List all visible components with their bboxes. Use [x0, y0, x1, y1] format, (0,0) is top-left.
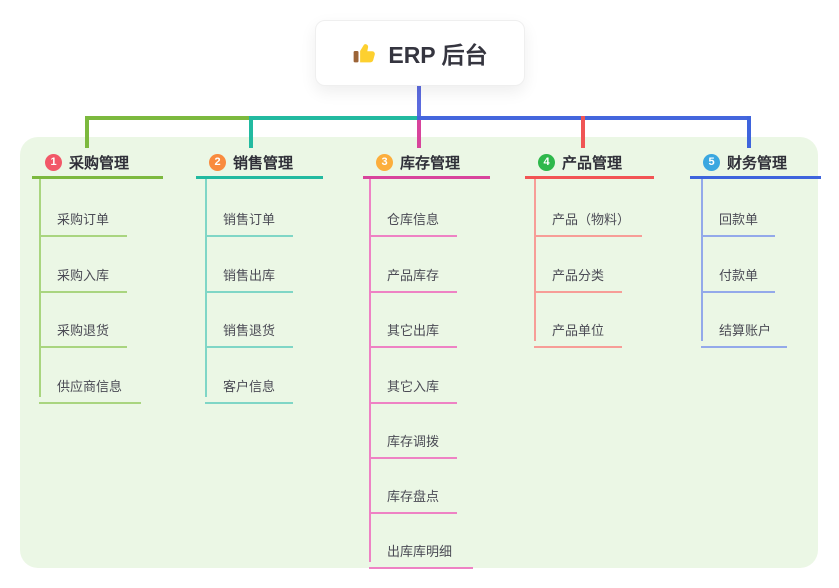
branch-child-line-purchase: [39, 179, 41, 397]
node-purchase-return[interactable]: 采购退货: [39, 309, 127, 348]
node-other-inbound[interactable]: 其它入库: [369, 365, 457, 404]
node-other-outbound[interactable]: 其它出库: [369, 309, 457, 348]
branch-label: 销售管理: [233, 154, 294, 172]
node-purchase-order[interactable]: 采购订单: [39, 198, 127, 237]
node-supplier-info[interactable]: 供应商信息: [39, 365, 141, 404]
node-sales-outbound[interactable]: 销售出库: [205, 254, 293, 293]
branch-number-badge: 4: [538, 153, 555, 171]
branch-title-product[interactable]: 4 产品管理: [525, 148, 654, 179]
branch-label: 产品管理: [562, 154, 623, 172]
connector-drop-product: [581, 116, 585, 148]
branch-number-badge: 5: [703, 153, 720, 171]
connector-root-stem: [417, 84, 421, 118]
node-product-stock[interactable]: 产品库存: [369, 254, 457, 293]
branch-title-inventory[interactable]: 3 库存管理: [363, 148, 490, 179]
node-product-unit[interactable]: 产品单位: [534, 309, 622, 348]
node-sales-order[interactable]: 销售订单: [205, 198, 293, 237]
node-customer-info[interactable]: 客户信息: [205, 365, 293, 404]
node-product-material[interactable]: 产品（物料）: [534, 198, 642, 237]
node-stock-taking[interactable]: 库存盘点: [369, 475, 457, 514]
branch-child-line-sales: [205, 179, 207, 397]
connector-bus-purchase: [85, 116, 253, 120]
connector-drop-purchase: [85, 116, 89, 148]
connector-bus-sales: [249, 116, 421, 120]
node-outbound-detail[interactable]: 出库库明细: [369, 530, 473, 569]
branch-label: 财务管理: [727, 154, 788, 172]
node-receipt-order[interactable]: 回款单: [701, 198, 775, 237]
root-node-erp-backend[interactable]: ERP 后台: [315, 20, 525, 86]
branches-background-panel: [20, 137, 818, 568]
branch-child-line-inventory: [369, 179, 371, 562]
node-settlement-account[interactable]: 结算账户: [701, 309, 787, 348]
connector-drop-finance: [747, 116, 751, 148]
node-sales-return[interactable]: 销售退货: [205, 309, 293, 348]
branch-label: 库存管理: [400, 154, 461, 172]
branch-label: 采购管理: [69, 154, 130, 172]
thumbs-up-icon: [352, 40, 378, 66]
node-stock-transfer[interactable]: 库存调拨: [369, 420, 457, 459]
node-product-category[interactable]: 产品分类: [534, 254, 622, 293]
branch-title-sales[interactable]: 2 销售管理: [196, 148, 323, 179]
connector-drop-sales: [249, 116, 253, 148]
connector-drop-inventory: [417, 120, 421, 148]
branch-title-finance[interactable]: 5 财务管理: [690, 148, 821, 179]
branch-title-purchase[interactable]: 1 采购管理: [32, 148, 163, 179]
node-payment-order[interactable]: 付款单: [701, 254, 775, 293]
branch-number-badge: 3: [376, 153, 393, 171]
node-warehouse-info[interactable]: 仓库信息: [369, 198, 457, 237]
root-node-label: ERP 后台: [388, 42, 488, 68]
branch-child-line-finance: [701, 179, 703, 341]
branch-number-badge: 1: [45, 153, 62, 171]
branch-child-line-product: [534, 179, 536, 341]
node-purchase-inbound[interactable]: 采购入库: [39, 254, 127, 293]
branch-number-badge: 2: [209, 153, 226, 171]
